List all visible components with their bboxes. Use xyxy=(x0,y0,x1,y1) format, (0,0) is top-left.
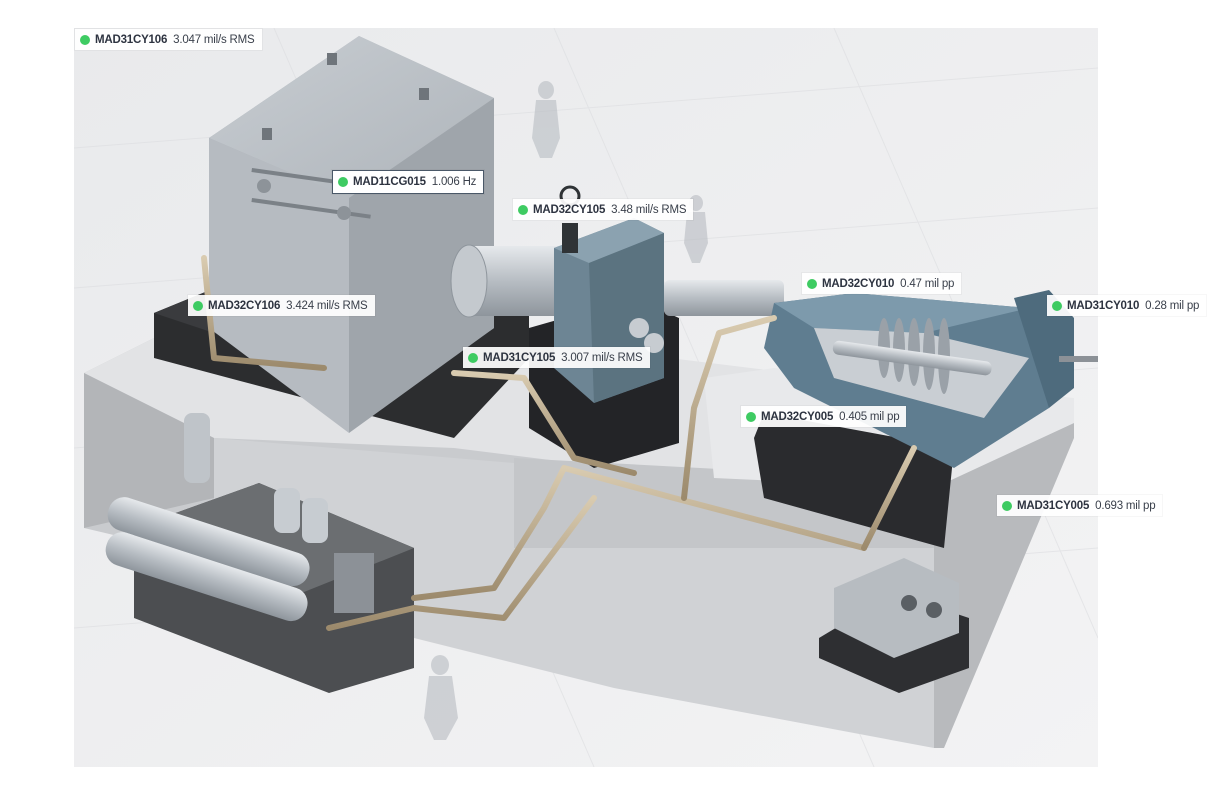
sensor-mad31cy005[interactable]: MAD31CY005 0.693 mil pp xyxy=(997,495,1163,516)
sensor-mad32cy106[interactable]: MAD32CY106 3.424 mil/s RMS xyxy=(188,295,375,316)
sensor-value: 3.047 mil/s RMS xyxy=(173,33,255,46)
status-dot-icon xyxy=(80,34,90,45)
sensor-tag: MAD32CY106 xyxy=(208,299,281,312)
sensor-value: 1.006 Hz xyxy=(431,176,477,188)
status-dot-icon xyxy=(1002,500,1012,511)
sensor-mad32cy010[interactable]: MAD32CY010 0.47 mil pp xyxy=(802,273,962,294)
sensor-value: 3.007 mil/s RMS xyxy=(561,351,643,364)
sensor-mad31cy010[interactable]: MAD31CY010 0.28 mil pp xyxy=(1047,295,1207,316)
status-dot-icon xyxy=(338,177,348,187)
sensor-value: 0.47 mil pp xyxy=(900,277,955,290)
sensor-tag: MAD31CY105 xyxy=(483,351,556,364)
sensor-tag: MAD31CY010 xyxy=(1067,299,1140,312)
status-dot-icon xyxy=(807,278,817,289)
sensor-value: 0.693 mil pp xyxy=(1095,499,1156,512)
sensor-tag: MAD31CY005 xyxy=(1017,499,1090,512)
sensor-value: 3.48 mil/s RMS xyxy=(611,203,687,216)
turbine-skid-illustration xyxy=(74,28,1098,767)
sensor-tag: MAD32CY010 xyxy=(822,277,895,290)
sensor-tag: MAD32CY005 xyxy=(761,410,834,423)
sensor-mad31cy106[interactable]: MAD31CY106 3.047 mil/s RMS xyxy=(75,29,262,50)
status-dot-icon xyxy=(468,352,478,363)
sensor-value: 0.28 mil pp xyxy=(1145,299,1200,312)
sensor-tag: MAD31CY106 xyxy=(95,33,168,46)
sensor-mad32cy005[interactable]: MAD32CY005 0.405 mil pp xyxy=(741,406,907,427)
sensor-value: 0.405 mil pp xyxy=(839,410,900,423)
status-dot-icon xyxy=(193,300,203,311)
sensor-mad31cy105[interactable]: MAD31CY105 3.007 mil/s RMS xyxy=(463,347,650,368)
machine-scene xyxy=(74,28,1098,767)
sensor-tag: MAD11CG015 xyxy=(353,176,426,188)
sensor-tag: MAD32CY105 xyxy=(533,203,606,216)
sensor-value: 3.424 mil/s RMS xyxy=(286,299,368,312)
status-dot-icon xyxy=(746,411,756,422)
sensor-mad32cy105[interactable]: MAD32CY105 3.48 mil/s RMS xyxy=(513,199,694,220)
status-dot-icon xyxy=(1052,300,1062,311)
sensor-mad11cg015[interactable]: MAD11CG015 1.006 Hz xyxy=(332,170,485,194)
status-dot-icon xyxy=(518,204,528,215)
